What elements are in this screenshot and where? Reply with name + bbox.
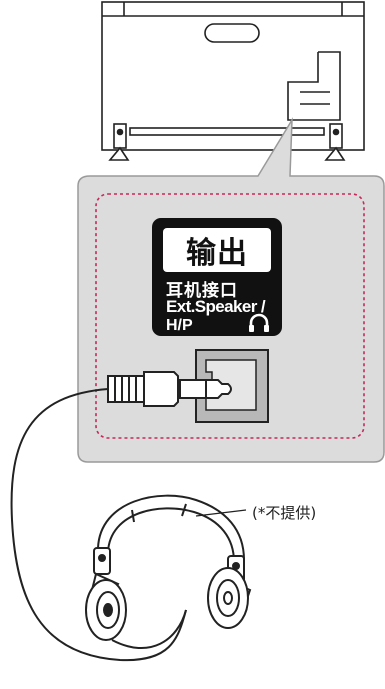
left-foot: [108, 123, 130, 161]
headphone-icon: [85, 494, 252, 650]
connector-panel: [287, 51, 341, 121]
audio-plug: [107, 371, 232, 407]
headphone-icon: [249, 313, 269, 332]
monitor-handle: [204, 23, 260, 43]
headphone-cable: [10, 388, 187, 662]
not-provided-note: (*不提供): [252, 504, 317, 522]
note-leader-line: [195, 509, 247, 517]
port-label-title-box: 输出: [163, 228, 271, 272]
port-label-line-2: Ext.Speaker /: [166, 297, 266, 316]
port-highlight: [95, 193, 365, 439]
port-label-line-3: H/P: [166, 317, 193, 334]
right-foot: [324, 123, 346, 161]
port-label-plate: 输出 耳机接口 Ext.Speaker / H/P: [152, 218, 282, 336]
monitor-rear: [101, 1, 365, 161]
monitor-bottom-bar: [129, 127, 325, 136]
port-label-title: 输出: [186, 236, 248, 271]
port-label-line-1: 耳机接口: [166, 281, 238, 300]
monitor-body: [101, 1, 365, 151]
